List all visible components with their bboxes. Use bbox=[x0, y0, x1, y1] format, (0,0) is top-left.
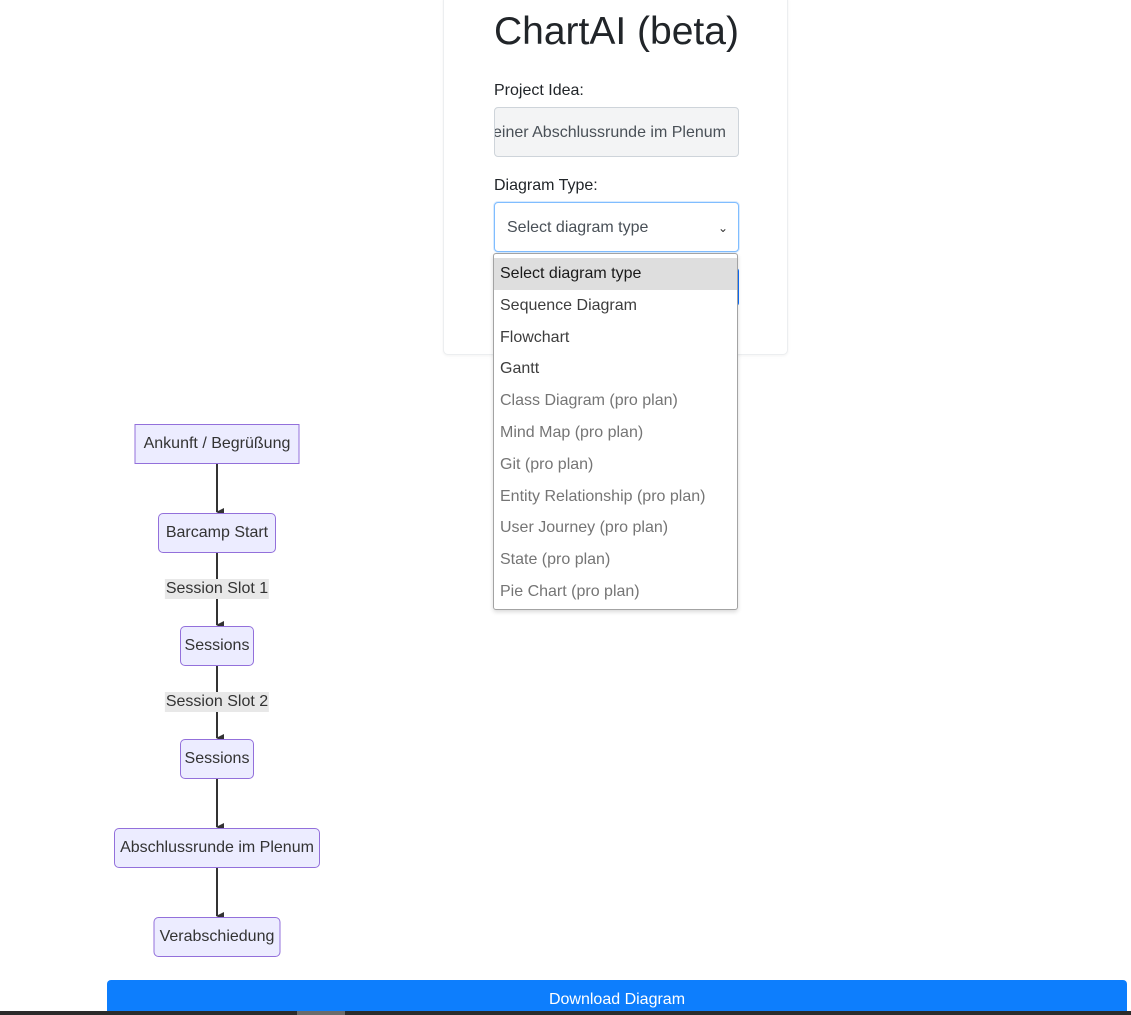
flow-node-arrival: Ankunft / Begrüßung bbox=[134, 424, 300, 464]
scrollbar-thumb[interactable] bbox=[297, 1011, 345, 1015]
option-class-diagram[interactable]: Class Diagram (pro plan) bbox=[500, 392, 678, 410]
option-git[interactable]: Git (pro plan) bbox=[500, 455, 594, 473]
page-title: ChartAI (beta) bbox=[494, 10, 739, 53]
option-entity-relationship[interactable]: Entity Relationship (pro plan) bbox=[500, 487, 706, 505]
option-pie-chart[interactable]: Pie Chart (pro plan) bbox=[500, 582, 640, 600]
download-diagram-button[interactable]: Download Diagram bbox=[107, 980, 1127, 1015]
edge-label-session-slot-2: Session Slot 2 bbox=[164, 692, 270, 712]
option-gantt[interactable]: Gantt bbox=[500, 360, 540, 378]
option-select-diagram-type[interactable]: Select diagram type bbox=[494, 258, 737, 290]
flow-node-closing-plenum: Abschlussrunde im Plenum bbox=[114, 828, 320, 868]
chevron-down-icon: ⌄ bbox=[717, 221, 728, 235]
diagram-type-selected-value: Select diagram type bbox=[507, 219, 649, 236]
option-mind-map[interactable]: Mind Map (pro plan) bbox=[500, 423, 644, 441]
option-state[interactable]: State (pro plan) bbox=[500, 551, 611, 569]
option-sequence-diagram[interactable]: Sequence Diagram bbox=[500, 296, 637, 314]
flow-node-sessions-1: Sessions bbox=[180, 626, 254, 666]
flow-node-farewell: Verabschiedung bbox=[153, 917, 281, 957]
diagram-type-dropdown: Select diagram type Sequence Diagram Flo… bbox=[493, 253, 738, 610]
project-idea-input[interactable]: einer Abschlussrunde im Plenum bbox=[494, 107, 739, 157]
project-idea-value: einer Abschlussrunde im Plenum bbox=[494, 124, 726, 141]
project-idea-label: Project Idea: bbox=[494, 82, 584, 99]
diagram-type-select[interactable]: Select diagram type ⌄ bbox=[494, 202, 739, 252]
flow-node-barcamp-start: Barcamp Start bbox=[158, 513, 276, 553]
diagram-type-label: Diagram Type: bbox=[494, 177, 598, 194]
option-user-journey[interactable]: User Journey (pro plan) bbox=[500, 519, 669, 537]
edge-label-session-slot-1: Session Slot 1 bbox=[164, 579, 270, 599]
horizontal-scrollbar[interactable] bbox=[0, 1011, 1131, 1015]
option-flowchart[interactable]: Flowchart bbox=[500, 328, 570, 346]
flow-node-sessions-2: Sessions bbox=[180, 739, 254, 779]
